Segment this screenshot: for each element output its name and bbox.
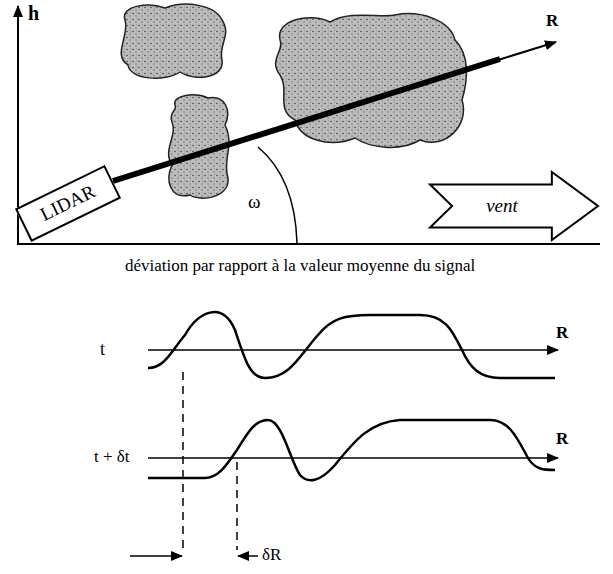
- section-heading: déviation par rapport à la valeur moyenn…: [125, 257, 475, 276]
- dimension-label: δR: [262, 546, 281, 565]
- lidar-box: LIDAR: [15, 164, 121, 241]
- signal-trace: [148, 312, 555, 378]
- angle-arc: [258, 147, 297, 243]
- signal-trace: [148, 420, 555, 480]
- node-text: vent: [486, 196, 518, 217]
- time-label: t: [100, 340, 105, 360]
- axis-label: R: [546, 12, 558, 31]
- wind-arrow: vent: [428, 170, 600, 242]
- range-axis: [498, 42, 556, 60]
- dimension-arrow: [238, 555, 258, 557]
- laser-beam: [113, 59, 500, 181]
- axis-label: R: [556, 324, 568, 343]
- signal-axis: [148, 349, 558, 351]
- signal-axis: [148, 457, 558, 459]
- dashed-guide: [236, 462, 238, 550]
- node-text: LIDAR: [37, 181, 98, 225]
- cloud: [121, 4, 225, 78]
- axis-label: R: [556, 430, 568, 449]
- dimension-arrow: [130, 555, 182, 557]
- time-label: t + δt: [94, 448, 130, 467]
- angle-label: ω: [248, 192, 261, 213]
- ground-line: [17, 243, 600, 245]
- axis-label: h: [28, 2, 39, 24]
- dashed-guide: [182, 372, 184, 550]
